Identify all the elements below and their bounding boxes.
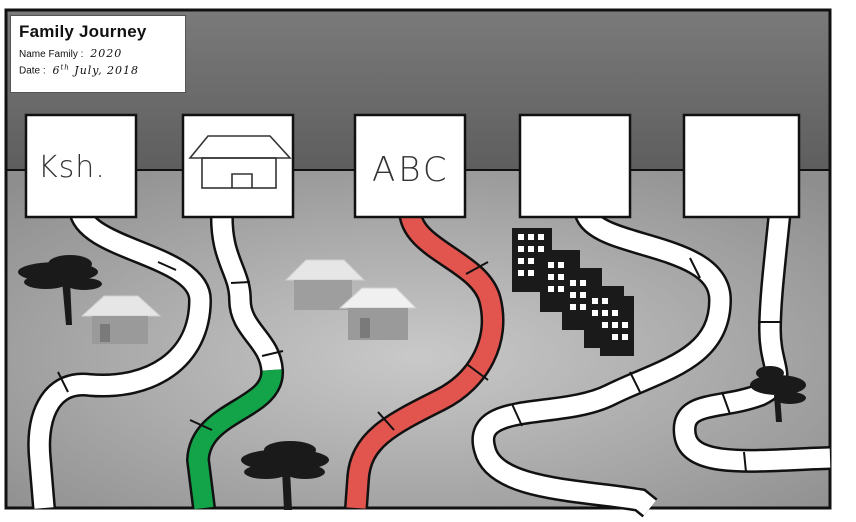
hut-icon [284, 259, 366, 310]
date-day: 6 [52, 63, 61, 77]
stage-box-1 [24, 113, 138, 219]
city-buildings-icon [512, 228, 634, 356]
date-label: Date : [19, 65, 46, 77]
scene-frame [4, 8, 832, 510]
road-1 [27, 206, 213, 509]
acacia-tree-icon [18, 255, 102, 325]
road-4 [471, 206, 733, 518]
stage-box-2 [181, 113, 295, 219]
date-suffix: th [60, 63, 70, 71]
road-2 [185, 209, 284, 510]
stage-box-3 [353, 113, 467, 219]
house-icon [188, 135, 292, 189]
road-3 [344, 208, 505, 509]
hut-icon [338, 287, 418, 340]
date-value: 6th July, 2018 [52, 63, 140, 77]
page-title: Family Journey [19, 22, 147, 41]
date-row: Date : 6th July, 2018 [19, 63, 177, 77]
name-family-label: Name Family : [19, 49, 84, 60]
acacia-tree-icon [241, 441, 329, 510]
name-family-row: Name Family : 2020 [19, 47, 177, 60]
stage-box-4 [518, 113, 632, 219]
road-5 [672, 208, 831, 473]
date-rest: July, 2018 [74, 63, 140, 77]
acacia-tree-icon [750, 366, 806, 422]
family-info-card: Family Journey Name Family : 2020 Date :… [10, 15, 186, 93]
stage-box-5 [682, 113, 801, 219]
name-family-value: 2020 [90, 47, 123, 60]
hut-icon [80, 295, 162, 344]
